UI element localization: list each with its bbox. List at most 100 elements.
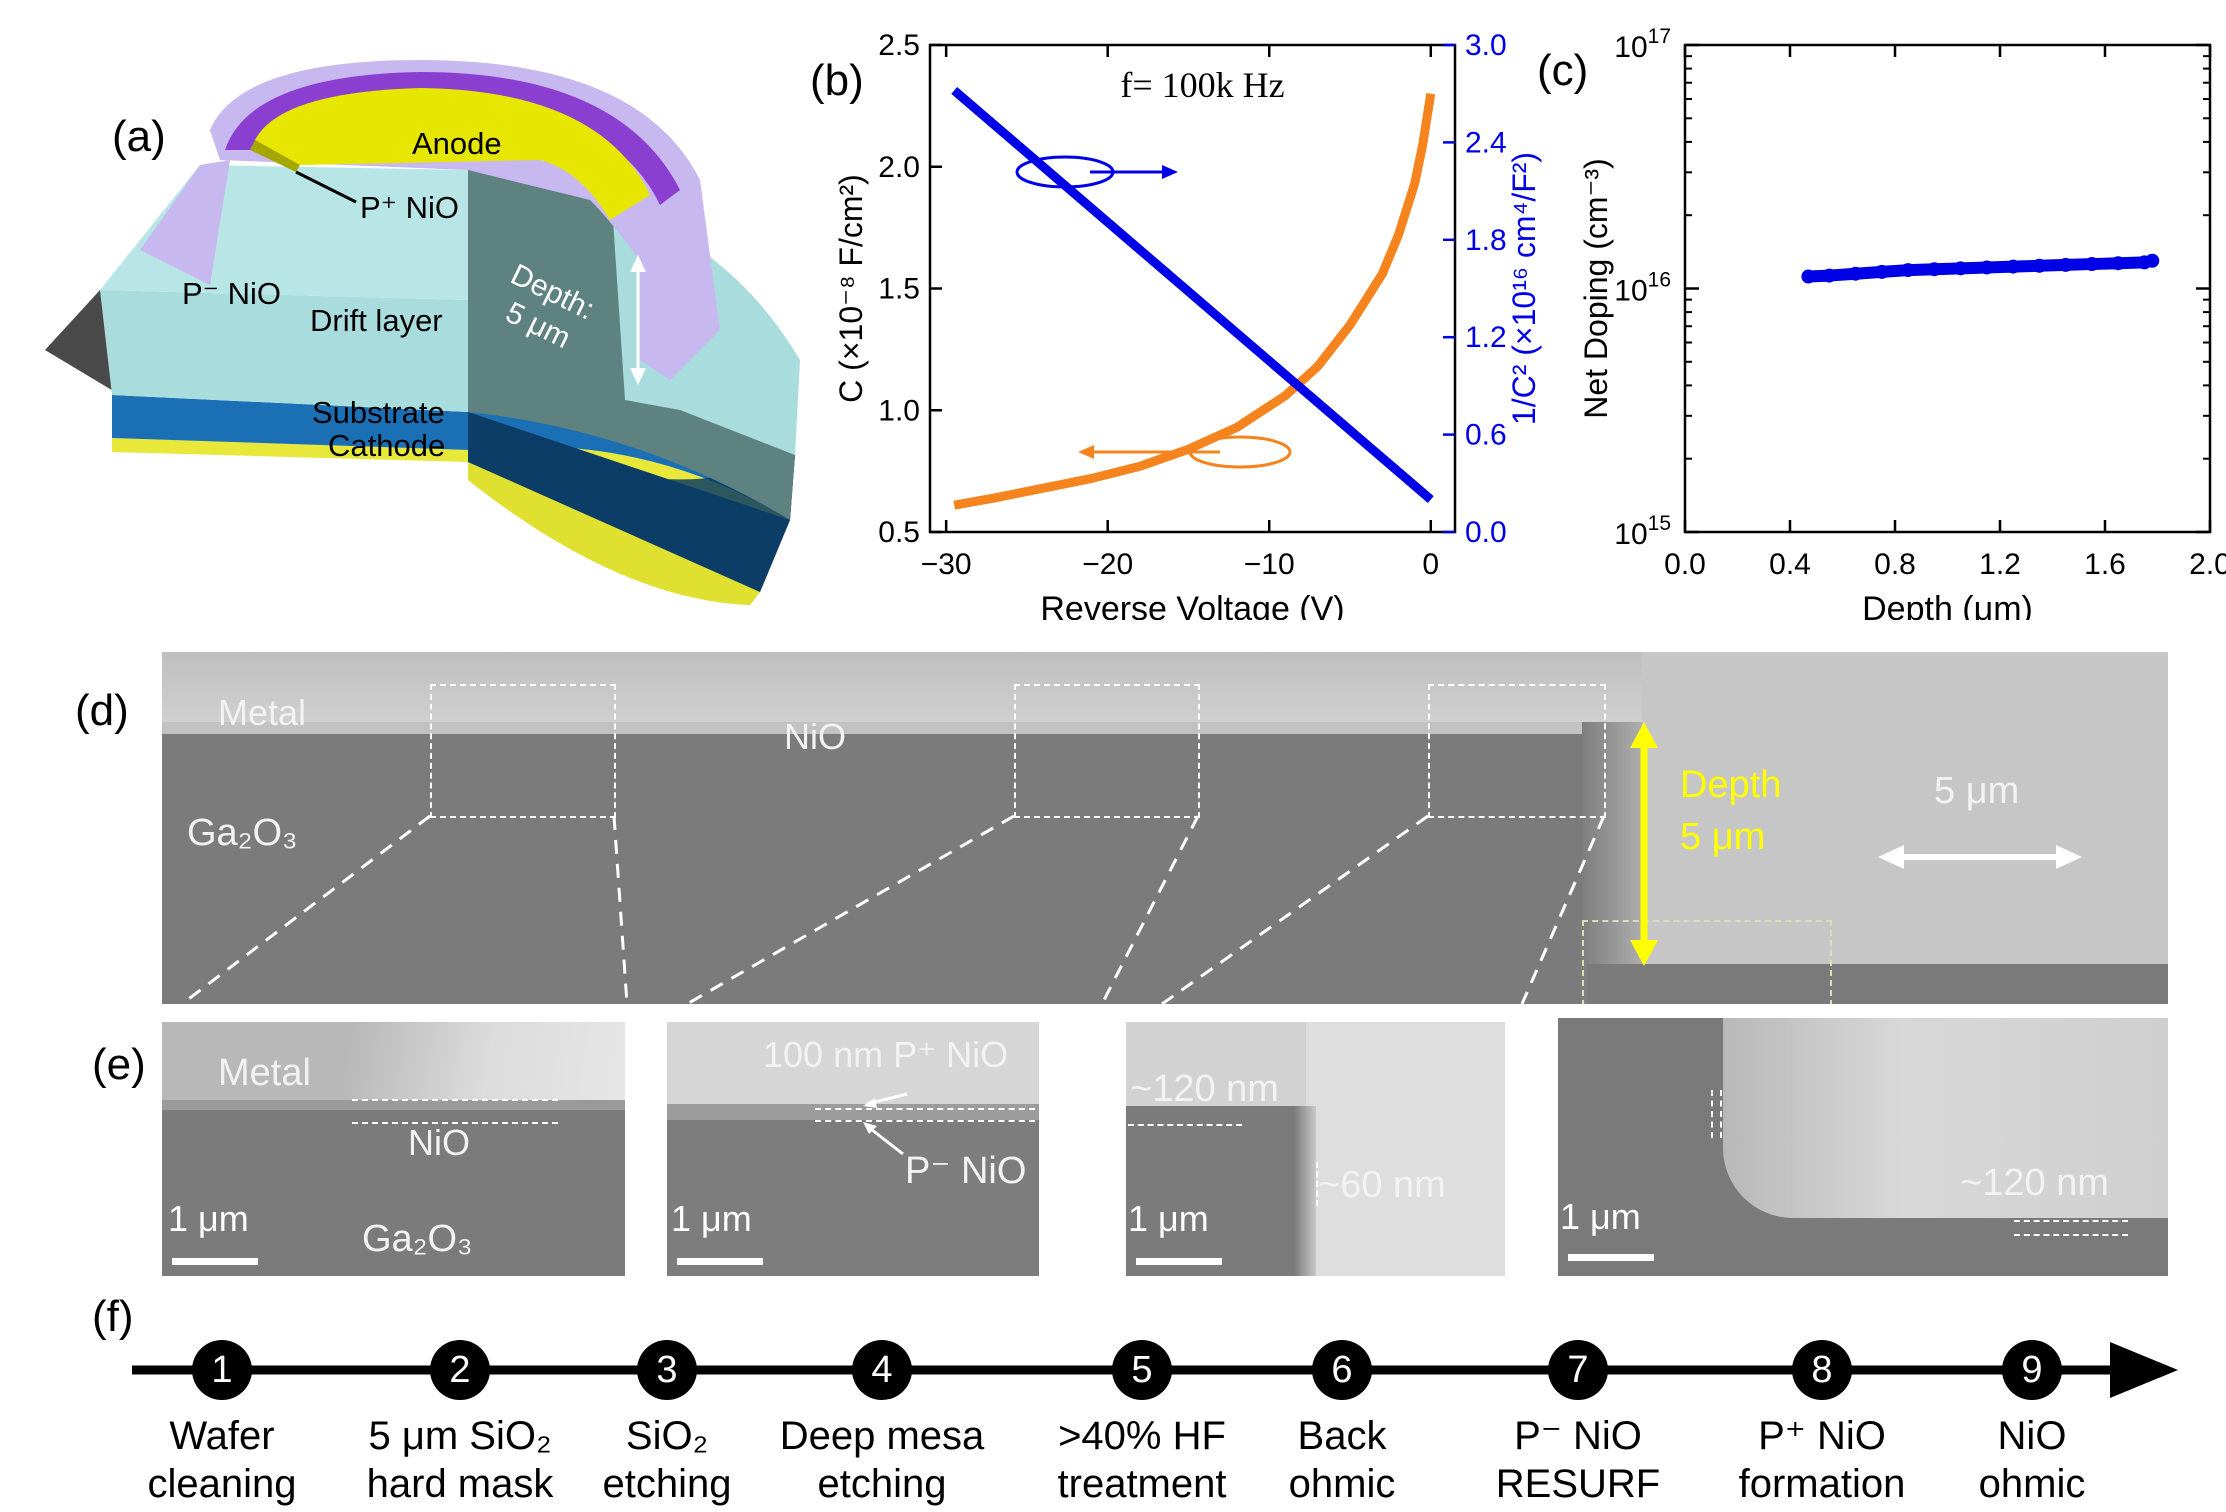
anode-label: Anode	[412, 126, 502, 161]
panel-label-a: (a)	[112, 112, 166, 161]
y-tick-label: 1.0	[878, 394, 920, 427]
panel-label-f: (f)	[92, 1292, 134, 1341]
y2-axis-label: 1/C² (×10¹⁶ cm⁴/F²)	[1506, 152, 1542, 425]
x-axis-label: Reverse Voltage (V)	[1040, 590, 1344, 620]
x-tick-label: 0.0	[1664, 548, 1706, 581]
e3-side-label: ~60 nm	[1318, 1164, 1446, 1206]
sem-nio-band	[162, 722, 1582, 736]
step-label-5: >40% HF treatment	[1057, 1414, 1227, 1506]
e2-leaders	[863, 1092, 908, 1156]
sem-zoom-3: ~120 nm ~60 nm 1 μm	[1126, 1022, 1505, 1276]
drift-layer-label: Drift layer	[310, 303, 443, 338]
panel-label-c: (c)	[1537, 46, 1589, 95]
inverse-c2-line	[951, 87, 1434, 503]
dash-line	[352, 1099, 558, 1101]
y-axis-label: Net Doping (cm⁻³)	[1578, 158, 1614, 419]
dash-line	[1128, 1124, 1242, 1126]
dash-line	[1711, 1090, 1713, 1138]
e1-ga2o3-label: Ga₂O₃	[362, 1218, 473, 1260]
substrate-cut	[468, 412, 790, 592]
sem-d-nio-label: NiO	[784, 716, 846, 757]
p-plus-nio-layer	[225, 72, 680, 205]
y2-tick-label: 0.0	[1465, 516, 1507, 549]
p-minus-nio-label: P⁻ NiO	[182, 276, 282, 311]
sem-d-ga2o3-label: Ga₂O₃	[187, 812, 298, 854]
e4-scale-label: 1 μm	[1560, 1196, 1641, 1237]
step-number-1: 1	[192, 1340, 252, 1400]
drift-front-left	[100, 290, 468, 412]
step-label-8: P⁺ NiO formation	[1738, 1414, 1906, 1506]
sem-overview-image: Metal NiO Ga₂O₃ Depth 5 μm 5 μm	[162, 652, 2168, 1004]
anode-shape	[255, 88, 650, 220]
sem-d-depth-line2: 5 μm	[1680, 816, 1766, 858]
drift-cut-face	[468, 160, 795, 520]
y-tick-label: 1.5	[878, 273, 920, 306]
x-tick-label: 1.6	[2084, 548, 2126, 581]
step-label-7: P⁻ NiO RESURF	[1495, 1414, 1661, 1506]
y-tick-label: 1015	[1614, 512, 1671, 551]
dash-line	[1316, 1162, 1318, 1206]
e3-scale-label: 1 μm	[1128, 1198, 1209, 1239]
step-number-5: 5	[1112, 1340, 1172, 1400]
panel-label-b: (b)	[810, 56, 864, 105]
step-number-8: 8	[1792, 1340, 1852, 1400]
cathode-label: Cathode	[328, 428, 446, 463]
sem-right-surface	[1642, 652, 2168, 964]
panel-label-d: (d)	[75, 686, 129, 735]
dash-line	[2014, 1220, 2128, 1222]
substrate-label: Substrate	[312, 395, 445, 430]
zoom-box-2	[1014, 684, 1200, 818]
blue-series-arrowhead	[1162, 165, 1178, 179]
step-label-1: Wafer cleaning	[147, 1414, 297, 1506]
p-plus-leader-line	[295, 170, 357, 204]
e1-scale-label: 1 μm	[168, 1198, 249, 1239]
sem-d-depth-line1: Depth	[1680, 764, 1782, 806]
y2-tick-label: 1.8	[1465, 224, 1507, 257]
y2-tick-label: 0.6	[1465, 419, 1507, 452]
y-tick-label: 0.5	[878, 516, 920, 549]
dash-line	[352, 1122, 558, 1124]
step-label-9: NiO ohmic	[1978, 1414, 2086, 1506]
zoom-box-3	[1428, 684, 1606, 818]
step-number-9: 9	[2002, 1340, 2062, 1400]
e2-scale-bar	[677, 1258, 763, 1265]
dash-line	[815, 1120, 1035, 1122]
e3-top-label: ~120 nm	[1130, 1068, 1279, 1110]
step-number-6: 6	[1312, 1340, 1372, 1400]
cathode-cut	[468, 462, 760, 605]
y-tick-label: 1016	[1614, 269, 1671, 308]
e4-scale-bar	[1568, 1254, 1654, 1261]
y-tick-label: 2.0	[878, 151, 920, 184]
x-tick-label: −30	[921, 548, 972, 581]
e2-p-plus-label: 100 nm P⁺ NiO	[763, 1034, 1009, 1075]
x-axis-label: Depth (μm)	[1862, 590, 2033, 620]
sem-zoom-1: Metal NiO Ga₂O₃ 1 μm	[162, 1022, 625, 1276]
zoom-box-1	[430, 684, 616, 818]
device-schematic	[45, 60, 800, 605]
x-tick-label: 0	[1422, 548, 1439, 581]
step-number-3: 3	[637, 1340, 697, 1400]
sem-zoom-3-top	[1126, 1022, 1316, 1106]
y2-tick-label: 3.0	[1465, 29, 1507, 62]
panel-label-e: (e)	[92, 1040, 146, 1089]
e1-metal-label: Metal	[218, 1052, 311, 1094]
sem-mesa	[162, 734, 1587, 1004]
step-label-6: Back ohmic	[1288, 1414, 1396, 1506]
sem-zoom-2-metal	[667, 1022, 1039, 1104]
plot-frame	[1683, 43, 2212, 534]
dash-line	[815, 1108, 1035, 1110]
zoom-box-4	[1582, 920, 1832, 1004]
shadow-wedge	[45, 290, 120, 395]
sem-zoom-4: ~120 nm 1 μm	[1558, 1018, 2168, 1276]
depth-arrow-head-top	[630, 255, 646, 272]
sem-zoom-3-wall	[1294, 1106, 1316, 1276]
e4-bottom-label: ~120 nm	[1960, 1162, 2109, 1204]
step-number-2: 2	[430, 1340, 490, 1400]
sem-etched-floor	[1587, 964, 2168, 1004]
sem-zoom-2: 100 nm P⁺ NiO P⁻ NiO 1 μm	[667, 1022, 1039, 1276]
step-label-2: 5 μm SiO₂ hard mask	[366, 1414, 554, 1506]
x-tick-label: −20	[1082, 548, 1133, 581]
zoom-connectors	[181, 722, 2082, 1004]
